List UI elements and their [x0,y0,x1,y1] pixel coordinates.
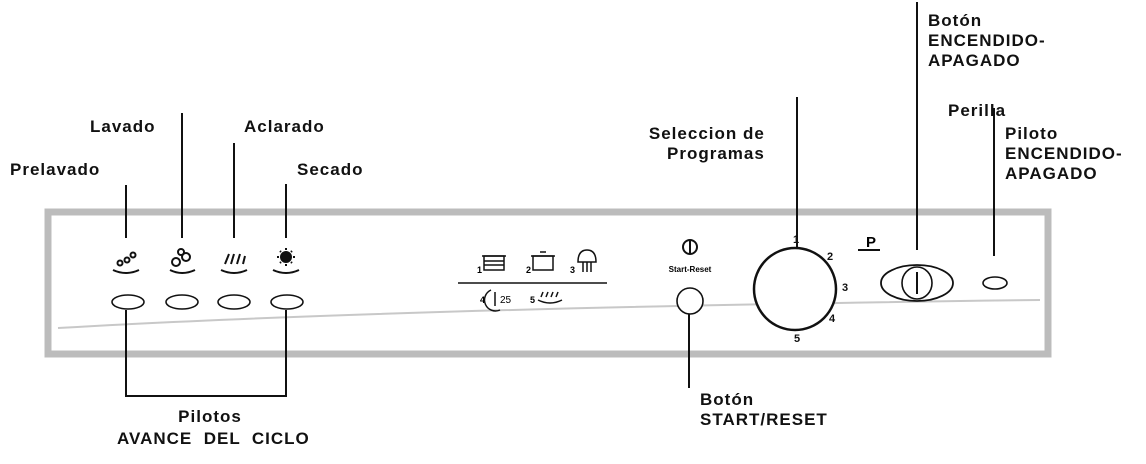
program-3-number: 3 [570,265,575,275]
pilot-secado [270,294,304,310]
start-reset-text: Start-Reset [669,265,712,274]
label-pilotos-line1: Pilotos [178,407,242,426]
dial-numbers: 1 2 3 4 5 [793,234,848,345]
program-1-icon [482,255,506,271]
label-perilla: Perilla [948,101,1007,120]
label-pilotos: Pilotos [110,407,310,427]
label-onoff-button: Botón ENCENDIDO- APAGADO [928,11,1046,71]
power-icon [901,266,933,300]
prelavado-icon [112,251,140,274]
dial-number-4: 4 [829,313,836,325]
label-onoff-button-line1: Botón [928,11,983,30]
program-4-temp: 25 [500,295,512,306]
label-onoff-button-line3: APAGADO [928,51,1021,70]
label-piloto-onoff-line2: ENCENDIDO- [1005,144,1123,163]
label-prelavado: Prelavado [10,160,101,179]
start-reset-button[interactable] [676,287,704,315]
onoff-pilot [982,276,1008,290]
label-aclarado: Aclarado [244,117,325,136]
secado-icon [272,248,300,274]
label-seleccion-line1: Seleccion de [648,124,765,143]
p-mark: P [866,234,876,251]
label-piloto-onoff-line1: Piloto [1005,124,1059,143]
label-start-reset-line1: Botón [700,390,755,409]
label-start-reset: Botón START/RESET [700,390,828,430]
dial-number-2: 2 [827,251,833,263]
start-symbol-icon [682,239,698,255]
leader-lines [125,2,995,397]
pilotos-bracket [125,310,287,397]
aclarado-icon [220,253,248,274]
label-piloto-onoff-line3: APAGADO [1005,164,1098,183]
program-2-icon [531,251,555,271]
program-dial[interactable] [752,246,838,332]
cycle-pilots [111,294,304,310]
program-icons: 1 2 3 4 25 5 [458,249,607,312]
program-3-icon [577,249,597,272]
cycle-icons [112,248,300,274]
label-pilotos-line2: AVANCE DEL CICLO [117,429,310,448]
program-4-icon [483,289,501,312]
label-start-reset-line2: START/RESET [700,410,828,429]
lavado-icon [169,248,196,274]
label-seleccion: Seleccion de Programas [647,124,765,164]
program-5-icon [537,291,563,304]
pilot-aclarado [217,294,251,310]
pilot-lavado [165,294,199,310]
label-seleccion-line2: Programas [667,144,765,163]
dial-number-5: 5 [794,333,800,345]
label-piloto-onoff: Piloto ENCENDIDO- APAGADO [1005,124,1123,184]
label-lavado: Lavado [90,117,156,136]
label-secado: Secado [297,160,364,179]
label-onoff-button-line2: ENCENDIDO- [928,31,1046,50]
dial-number-1: 1 [793,234,799,246]
program-5-number: 5 [530,295,535,305]
start-reset-group: Start-Reset [669,239,712,274]
program-2-number: 2 [526,265,531,275]
program-1-number: 1 [477,265,482,275]
dial-number-3: 3 [842,282,848,294]
program-4-number: 4 [480,295,485,305]
pilot-prelavado [111,294,145,310]
